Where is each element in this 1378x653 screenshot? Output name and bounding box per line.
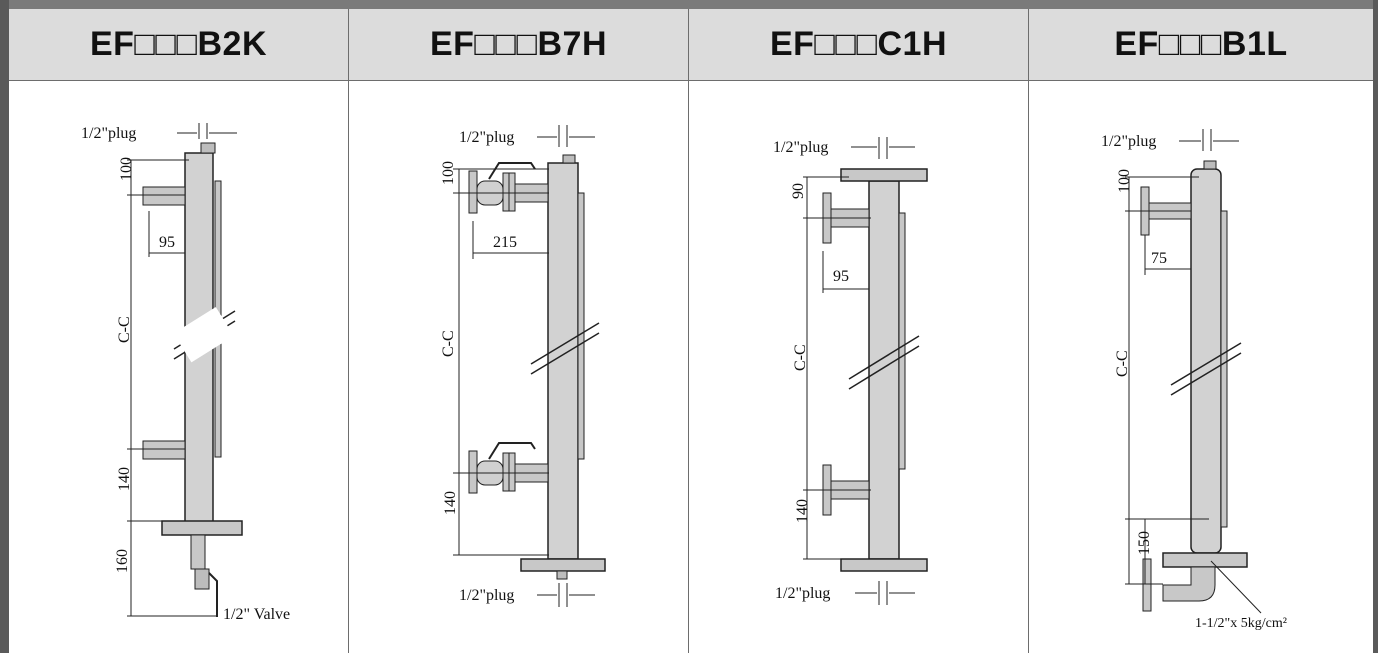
elbow-pipe (1162, 566, 1216, 602)
c1h-drawing-svg: 1/2"plug 90 95 C-C 140 1/2"plug (773, 137, 928, 605)
nozzle-dim-label: 75 (1151, 250, 1167, 267)
top-dim-label: 100 (440, 161, 457, 185)
bottom-flange (520, 558, 606, 572)
leader-line (1210, 560, 1262, 614)
top-plug-icon (562, 154, 576, 164)
model-title: EF□□□B2K (9, 9, 348, 81)
model-column-b7h: EF□□□B7H (349, 9, 689, 653)
top-plug-icon (1203, 160, 1217, 170)
nozzle-dim-label: 215 (493, 234, 517, 251)
center-dim-label: C-C (440, 330, 457, 357)
break-line (530, 322, 600, 365)
top-plug-icon (200, 142, 216, 154)
chamber-tube (1190, 168, 1222, 554)
break-line (1170, 352, 1242, 396)
b1l-drawing-svg: 1/2"plug 100 75 C-C 150 1-1/2"x 5kg/cm² (1101, 129, 1287, 631)
top-dim-label: 100 (118, 157, 135, 181)
top-flange (840, 168, 928, 182)
drawing-c1h: 1/2"plug 90 95 C-C 140 1/2"plug (689, 81, 1028, 653)
top-dim-label: 90 (790, 183, 807, 199)
drain-pipe (190, 534, 206, 570)
valve-label: 1/2" Valve (223, 606, 290, 623)
break-line (530, 332, 600, 375)
model-table: EF□□□B2K (9, 9, 1373, 653)
plug-top-label: 1/2"plug (1101, 133, 1156, 150)
drain-dim-label: 160 (114, 549, 131, 573)
gauge-indicator (898, 212, 906, 470)
gauge-indicator (577, 192, 585, 460)
lower-nozzle (142, 440, 186, 460)
model-column-b2k: EF□□□B2K (9, 9, 349, 653)
nozzle-dim-label: 95 (833, 268, 849, 285)
lower-flange (1142, 558, 1152, 612)
lower-flange (468, 450, 478, 494)
b7h-drawing-svg: 1/2"plug 100 215 C-C 140 1/2"plug (440, 125, 606, 607)
plug-top-label: 1/2"plug (773, 139, 828, 156)
center-dim-label: C-C (116, 316, 133, 343)
drawing-b1l: 1/2"plug 100 75 C-C 150 1-1/2"x 5kg/cm² (1029, 81, 1373, 653)
plug-top-label: 1/2"plug (459, 129, 514, 146)
chamber-tube (868, 180, 900, 560)
bottom-flange (840, 558, 928, 572)
drawing-b2k: 1/2"plug 100 95 C-C 140 160 1/2" Valve (9, 81, 348, 653)
bottom-dim-label: 140 (442, 491, 459, 515)
model-column-b1l: EF□□□B1L (1029, 9, 1373, 653)
b2k-drawing-svg: 1/2"plug 100 95 C-C 140 160 1/2" Valve (81, 123, 290, 623)
bottom-flange (1162, 552, 1248, 568)
bottom-plug-icon (556, 570, 568, 580)
break-line (848, 345, 920, 390)
center-dim-label: C-C (792, 344, 809, 371)
break-line (848, 335, 920, 380)
bottom-dim-label: 140 (794, 499, 811, 523)
top-bar (0, 0, 1378, 9)
gauge-indicator (1220, 210, 1228, 528)
left-border (0, 0, 9, 653)
plug-top-label: 1/2"plug (81, 125, 136, 142)
bottom-flange (161, 520, 243, 536)
plug-bottom-label: 1/2"plug (459, 587, 514, 604)
nozzle-dim-label: 95 (159, 234, 175, 251)
break-line (1170, 342, 1242, 386)
top-dim-label: 100 (1116, 169, 1133, 193)
bottom-dim-label: 150 (1136, 531, 1153, 555)
valve-icon (194, 568, 210, 590)
model-title: EF□□□B7H (349, 9, 688, 81)
right-border (1373, 0, 1378, 653)
plug-bottom-label: 1/2"plug (775, 585, 830, 602)
upper-nozzle (142, 186, 186, 206)
flange-note-label: 1-1/2"x 5kg/cm² (1195, 616, 1287, 631)
bottom-dim-label: 140 (116, 467, 133, 491)
model-column-c1h: EF□□□C1H (689, 9, 1029, 653)
model-title: EF□□□B1L (1029, 9, 1373, 81)
upper-flange (468, 170, 478, 214)
center-dim-label: C-C (1114, 350, 1131, 377)
drawing-b7h: 1/2"plug 100 215 C-C 140 1/2"plug (349, 81, 688, 653)
model-title: EF□□□C1H (689, 9, 1028, 81)
